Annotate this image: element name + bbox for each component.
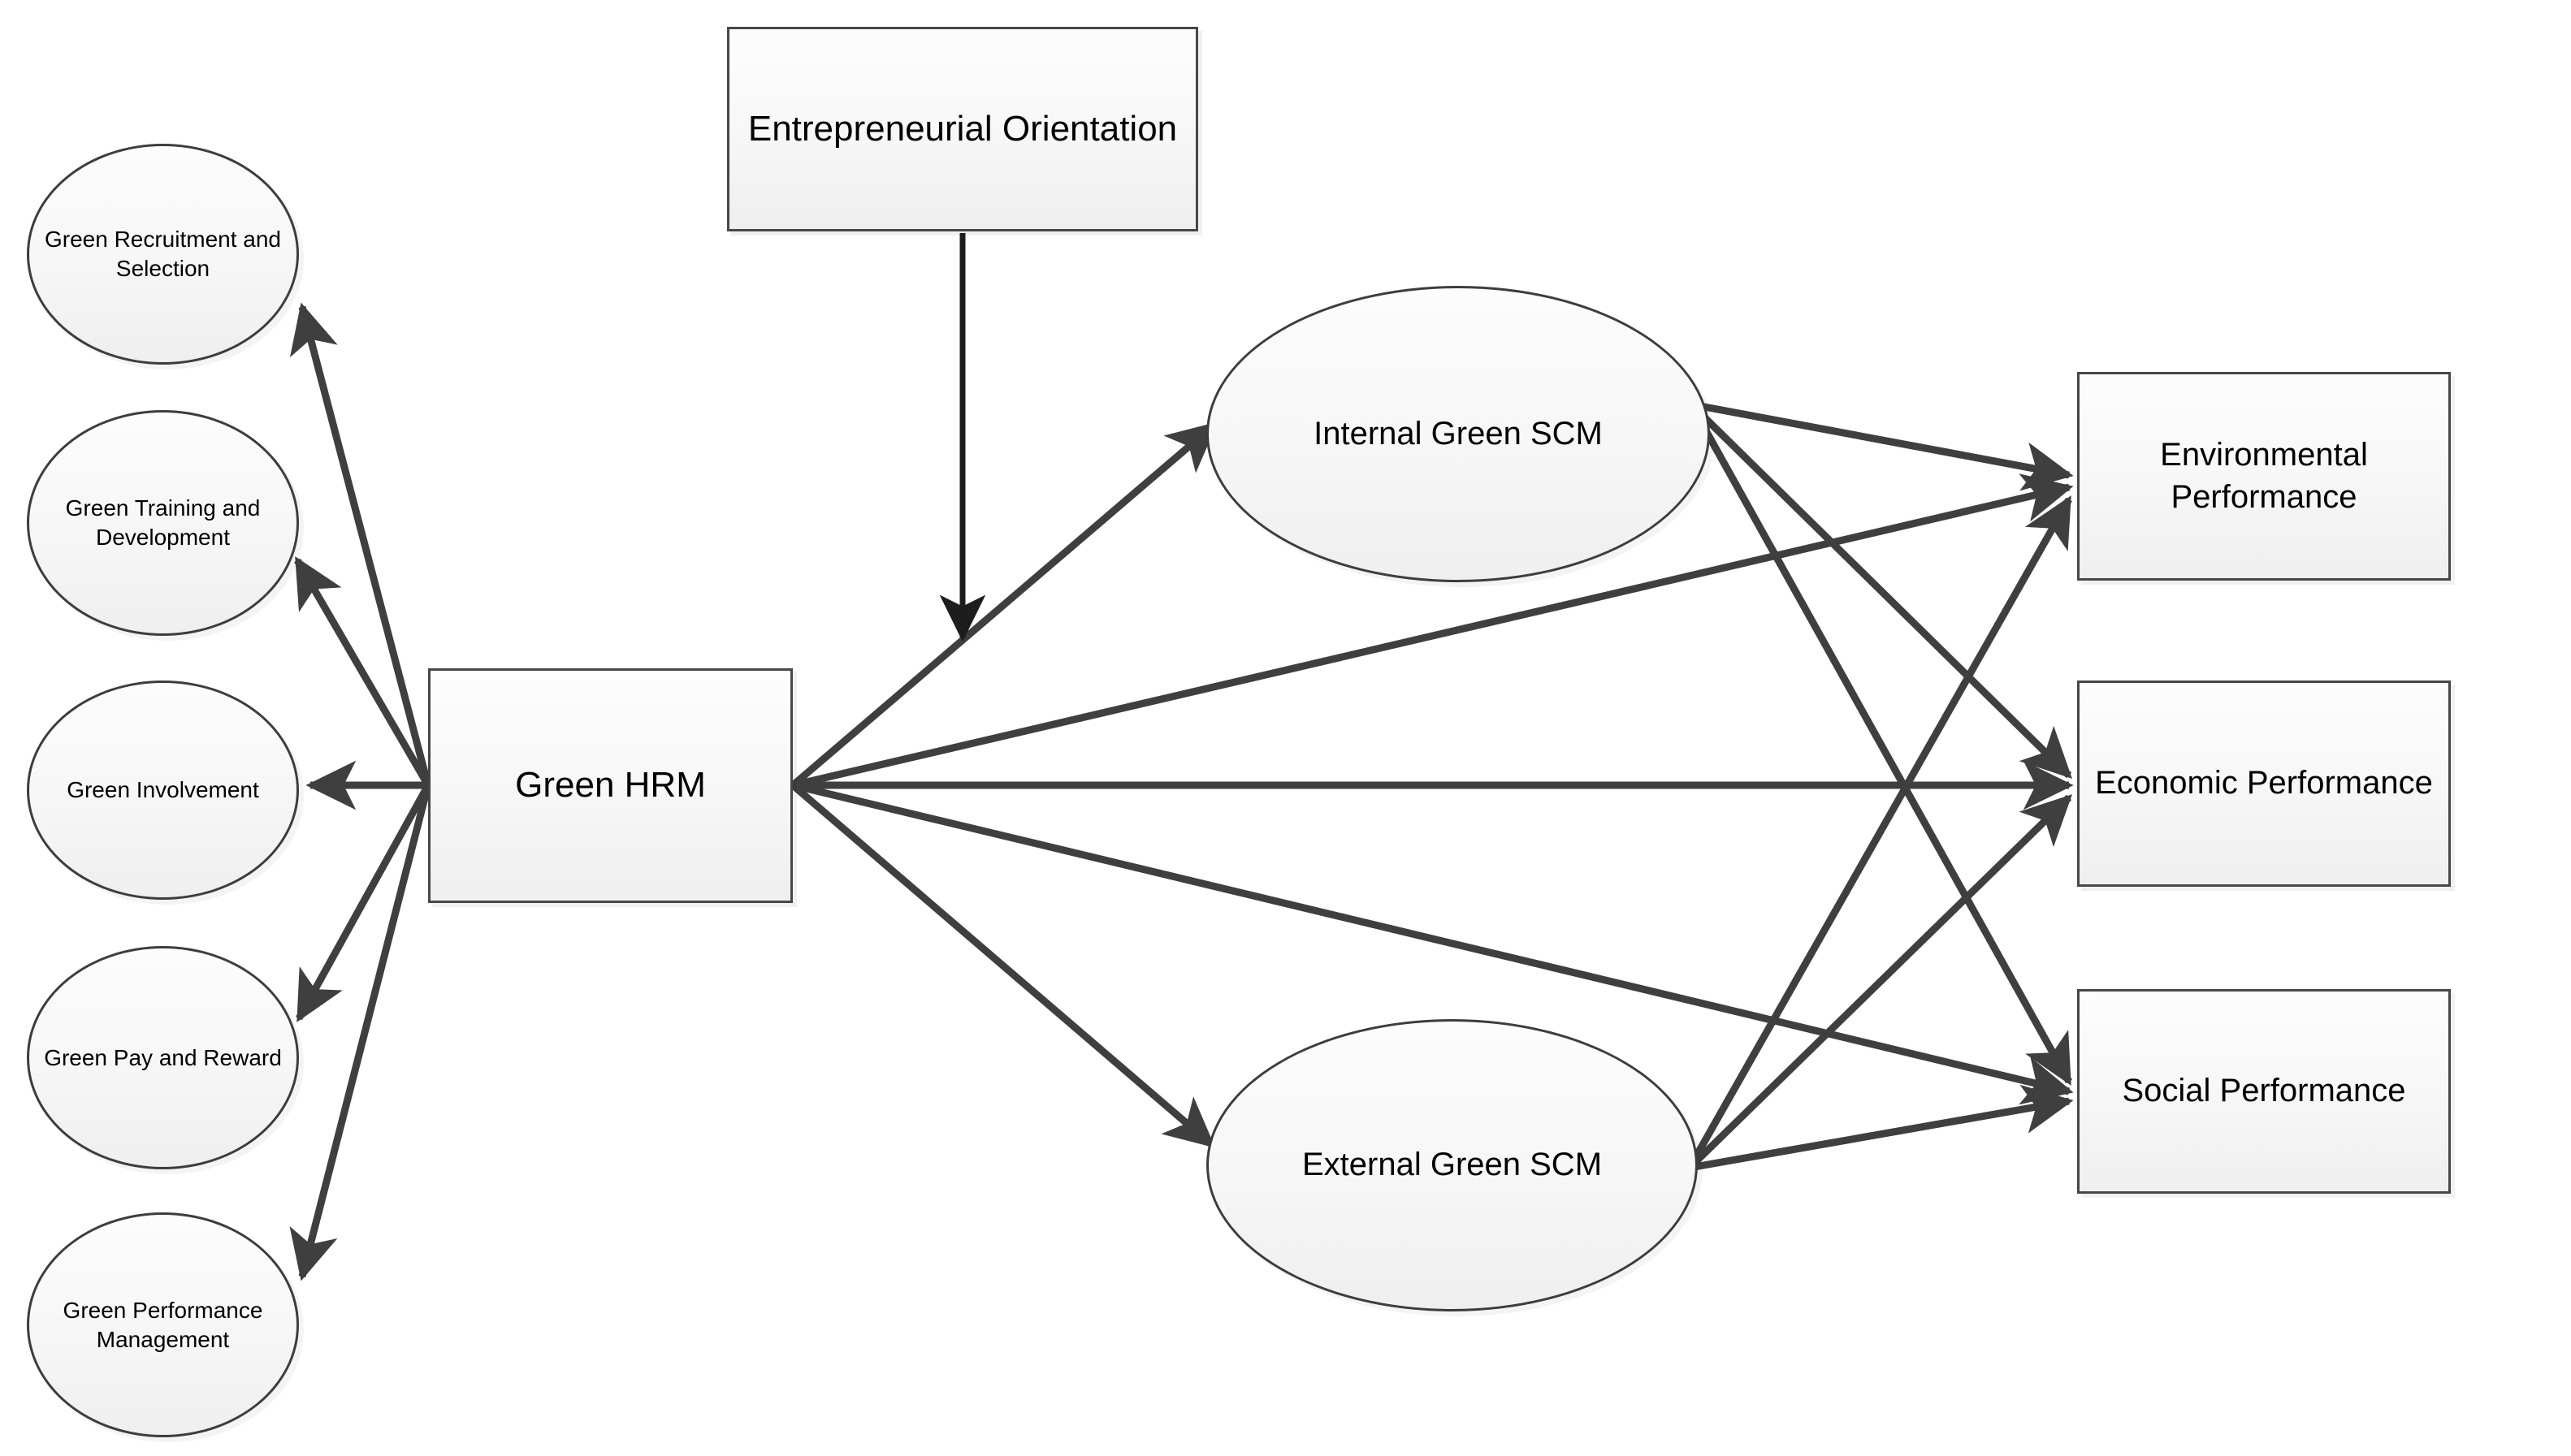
node-environmental-performance[interactable]: Environmental Performance: [2077, 372, 2451, 581]
node-social-performance[interactable]: Social Performance: [2077, 989, 2451, 1194]
node-internal-green-scm[interactable]: Internal Green SCM: [1206, 286, 1710, 582]
node-green-training-and-development[interactable]: Green Training and Development: [27, 410, 299, 636]
edge-internal-scm-to-environmental: [1690, 400, 2074, 491]
node-label: Green HRM: [515, 765, 706, 806]
node-green-performance-management[interactable]: Green Performance Management: [27, 1212, 299, 1437]
node-green-involvement[interactable]: Green Involvement: [27, 680, 299, 900]
node-green-recruitment-and-selection[interactable]: Green Recruitment and Selection: [27, 144, 299, 365]
node-label: Economic Performance: [2095, 765, 2433, 801]
edge-external-scm-to-environmental: [1686, 495, 2072, 1170]
node-label: Internal Green SCM: [1314, 415, 1603, 451]
edge-external-scm-to-social: [1689, 1084, 2074, 1172]
node-green-hrm[interactable]: Green HRM: [428, 668, 793, 903]
edge-hrm-to-external-scm: [790, 782, 1216, 1148]
edge-hrm-to-internal-scm: [790, 421, 1218, 788]
node-green-pay-and-reward[interactable]: Green Pay and Reward: [27, 946, 299, 1169]
node-label: Green Performance Management: [63, 1297, 263, 1352]
node-label: Green Recruitment and Selection: [44, 227, 282, 281]
edge-hrm-to-training: [294, 556, 431, 788]
edge-external-scm-to-economic: [1686, 794, 2073, 1171]
edge-internal-scm-to-social: [1688, 402, 2072, 1086]
edge-hrm-to-performance: [289, 784, 432, 1281]
node-label: Green Pay and Reward: [44, 1044, 282, 1070]
edge-internal-scm-to-economic: [1688, 401, 2073, 779]
node-label: Social Performance: [2122, 1073, 2406, 1109]
edge-hrm-to-pay: [296, 783, 431, 1022]
node-label: Green Involvement: [67, 777, 259, 803]
node-label: External Green SCM: [1301, 1147, 1603, 1183]
node-economic-performance[interactable]: Economic Performance: [2077, 680, 2451, 887]
node-entrepreneurial-orientation[interactable]: Entrepreneurial Orientation: [727, 27, 1198, 231]
edge-hrm-to-recruitment: [289, 302, 432, 787]
node-label: Entrepreneurial Orientation: [747, 108, 1178, 149]
node-external-green-scm[interactable]: External Green SCM: [1206, 1019, 1698, 1311]
node-label: Environmental Performance: [2160, 437, 2368, 515]
node-label: Green Training and Development: [65, 495, 261, 550]
